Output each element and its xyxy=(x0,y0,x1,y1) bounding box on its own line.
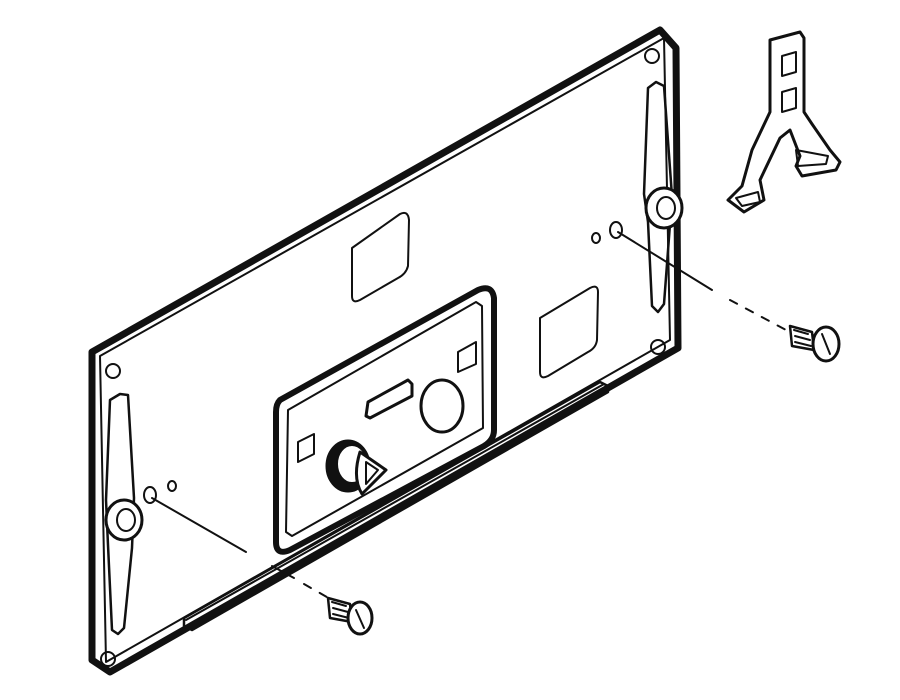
round-button xyxy=(419,378,465,434)
corner-hole-top-right xyxy=(644,48,660,64)
corner-hole-bottom-right xyxy=(650,339,666,355)
square-cutout-upper xyxy=(351,211,410,303)
rail-right xyxy=(642,80,684,314)
rotary-knob xyxy=(325,439,388,496)
support-bracket xyxy=(726,30,842,214)
mounting-screw-lower xyxy=(326,596,374,636)
screw-hole-left xyxy=(143,486,157,504)
slide-bar xyxy=(182,380,610,632)
screw-hole-right-small xyxy=(591,232,601,244)
panel-slot xyxy=(364,378,414,420)
rail-left xyxy=(104,392,144,636)
screw-hole-left-small xyxy=(167,480,177,492)
mounting-screw-upper xyxy=(788,324,841,363)
corner-hole-bottom-left xyxy=(100,651,116,667)
screw-hole-right xyxy=(609,221,623,239)
square-cutout-lower xyxy=(539,285,599,379)
indicator-window-left xyxy=(297,433,315,463)
actuator-panel xyxy=(273,285,497,555)
assembly-line-right xyxy=(617,231,787,331)
corner-hole-top-left xyxy=(105,363,121,379)
indicator-window-right xyxy=(457,341,477,373)
mounting-plate xyxy=(88,26,682,676)
